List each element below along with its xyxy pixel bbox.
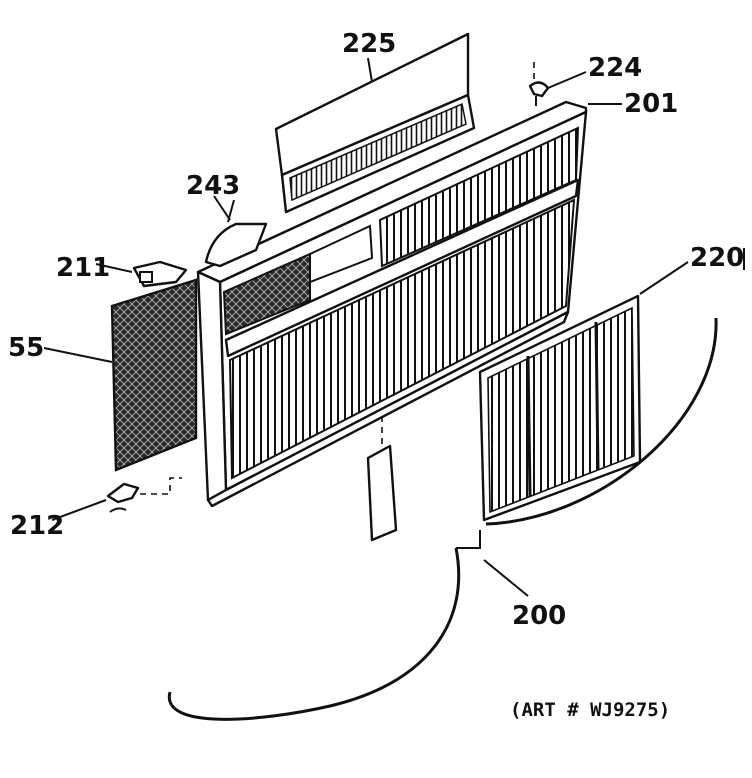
leader-lines	[43, 57, 745, 597]
part-212-clip	[106, 477, 182, 513]
label-200: 200	[512, 601, 566, 631]
art-number: (ART # WJ9275)	[510, 699, 670, 721]
part-center-bracket	[366, 416, 398, 542]
label-243: 243	[186, 171, 240, 201]
label-55: 55	[8, 333, 44, 363]
label-224: 224	[588, 53, 642, 83]
part-55-filter	[110, 278, 198, 472]
label-211: 211	[56, 253, 110, 283]
part-220-grille	[478, 294, 642, 522]
part-224-clip	[528, 62, 550, 106]
label-201: 201	[624, 89, 678, 119]
label-225: 225	[342, 29, 396, 59]
part-225-louver-panel	[274, 32, 476, 214]
part-211-clip	[132, 260, 188, 288]
label-220: 220	[690, 243, 744, 273]
part-201-front-frame	[196, 100, 588, 508]
label-212: 212	[10, 511, 64, 541]
assembly-bracket-200	[167, 317, 718, 721]
